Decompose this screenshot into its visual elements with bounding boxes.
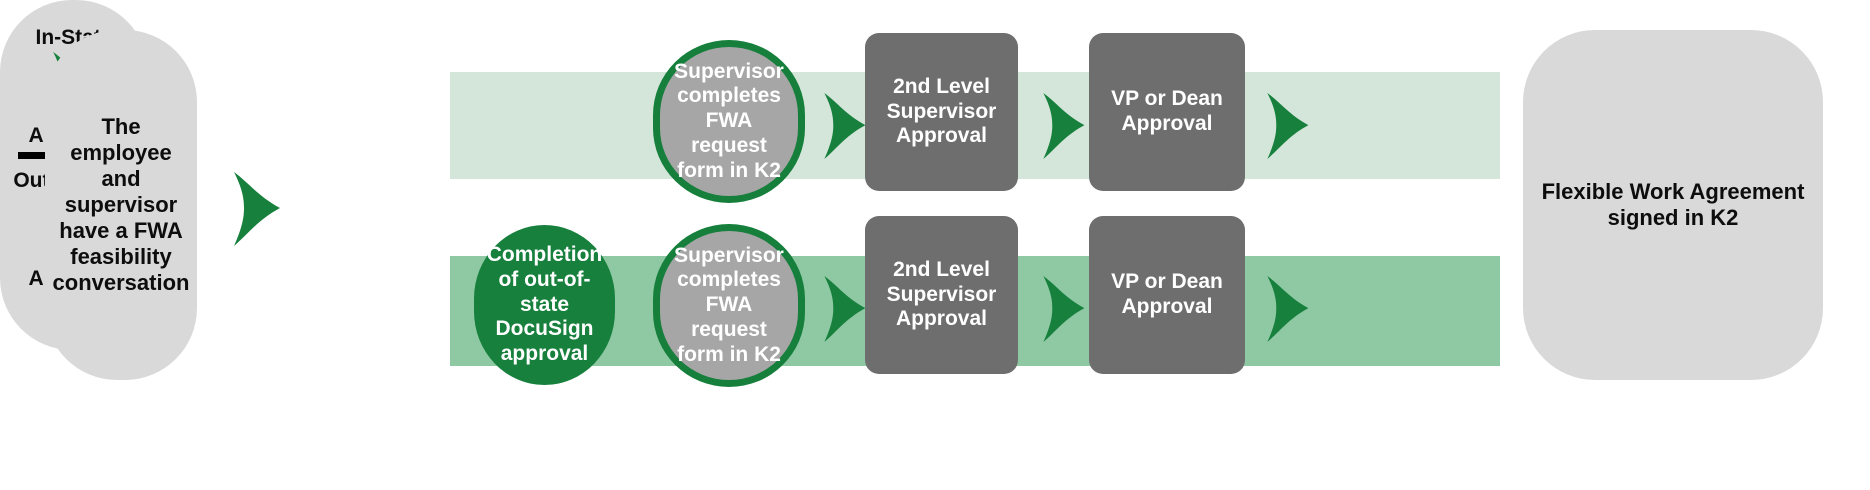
start-node: The employee and supervisor have a FWA f… [45, 30, 197, 380]
chevron-right-arrow-out-of-state-3 [1262, 271, 1312, 347]
lane-out-of-state-step-supervisor-form: Supervisor completes FWA request form in… [653, 224, 805, 387]
lane-in-state-step-second-level: 2nd Level Supervisor Approval [865, 33, 1018, 191]
chevron-right-arrow-in-state-2 [1038, 88, 1088, 164]
chevron-right-arrow-start [228, 170, 284, 248]
chevron-right-arrow-out-of-state-1 [819, 271, 869, 347]
lane-in-state-step-vp-dean: VP or Dean Approval [1089, 33, 1245, 191]
chevron-right-arrow-in-state-3 [1262, 88, 1312, 164]
lane-out-of-state-step-docusign: Completion of out-of-state DocuSign appr… [474, 225, 615, 385]
end-node: Flexible Work Agreement signed in K2 [1523, 30, 1823, 380]
lane-in-state-step-supervisor-form: Supervisor completes FWA request form in… [653, 40, 805, 203]
lane-out-of-state-step-vp-dean: VP or Dean Approval [1089, 216, 1245, 374]
chevron-right-arrow-in-state-1 [819, 88, 869, 164]
chevron-right-arrow-out-of-state-2 [1038, 271, 1088, 347]
lane-out-of-state-step-second-level: 2nd Level Supervisor Approval [865, 216, 1018, 374]
